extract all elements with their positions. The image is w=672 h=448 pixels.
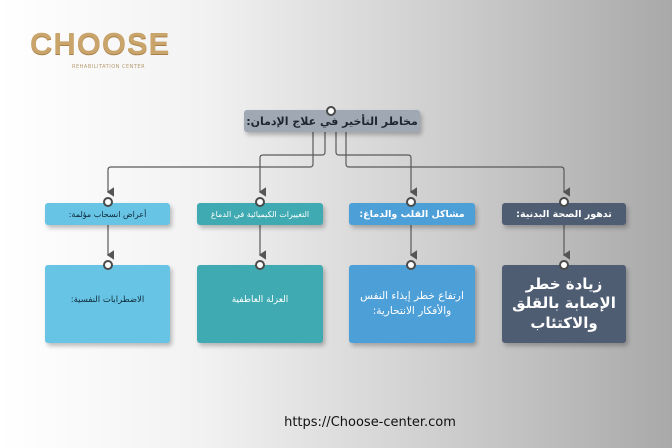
leaf-emotional-isolation: العزلة العاطفية	[197, 265, 323, 343]
dot-selfharm	[406, 260, 416, 270]
branch-brain-chemistry: التغييرات الكيميائية في الدماغ	[197, 203, 323, 225]
branch-physical-health: تدهور الصحة البدنية:	[502, 203, 626, 225]
leaf-self-harm: ارتفاع خطر إيذاء النفس والأفكار الانتحار…	[349, 265, 475, 343]
branch-label: تدهور الصحة البدنية:	[516, 208, 612, 220]
dot-heart	[406, 197, 416, 207]
dot-psych	[103, 260, 113, 270]
dot-isolation	[255, 260, 265, 270]
branch-heart-brain: مشاكل القلب والدماغ:	[349, 203, 475, 225]
leaf-anxiety-depression: زيادة خطر الإصابة بالقلق والاكتئاب	[502, 265, 626, 343]
dot-withdrawal	[103, 197, 113, 207]
dot-anxiety	[559, 260, 569, 270]
dot-chemistry	[255, 197, 265, 207]
footer-url[interactable]: https://Choose-center.com	[284, 415, 456, 430]
leaf-label: زيادة خطر الإصابة بالقلق والاكتئاب	[512, 274, 616, 332]
dot-health	[559, 197, 569, 207]
root-node: مخاطر التأخير في علاج الإدمان:	[244, 110, 420, 132]
leaf-label: العزلة العاطفية	[231, 295, 289, 305]
connector-root-to-withdrawal	[106, 132, 314, 197]
leaf-label: ارتفاع خطر إيذاء النفس والأفكار الانتحار…	[360, 290, 464, 317]
logo-wordmark: CHOOSE	[30, 26, 171, 61]
branch-withdrawal: أعراض انسحاب مؤلمة:	[45, 203, 170, 225]
leaf-label: الاضطرابات النفسية:	[70, 295, 145, 305]
branch-label: التغييرات الكيميائية في الدماغ	[210, 209, 310, 219]
connector-root-to-heart	[335, 132, 417, 197]
dot-root	[326, 106, 336, 116]
connector-root-to-health	[345, 132, 570, 197]
root-label: مخاطر التأخير في علاج الإدمان:	[246, 114, 418, 128]
leaf-psych-disorders: الاضطرابات النفسية:	[45, 265, 170, 343]
connector-root-to-chemistry	[258, 132, 326, 197]
branch-label: مشاكل القلب والدماغ:	[359, 208, 465, 220]
logo-tagline: REHABILITATION CENTER	[72, 64, 146, 70]
choose-logo: CHOOSE REHABILITATION CENTER	[30, 26, 180, 76]
branch-label: أعراض انسحاب مؤلمة:	[68, 209, 147, 219]
